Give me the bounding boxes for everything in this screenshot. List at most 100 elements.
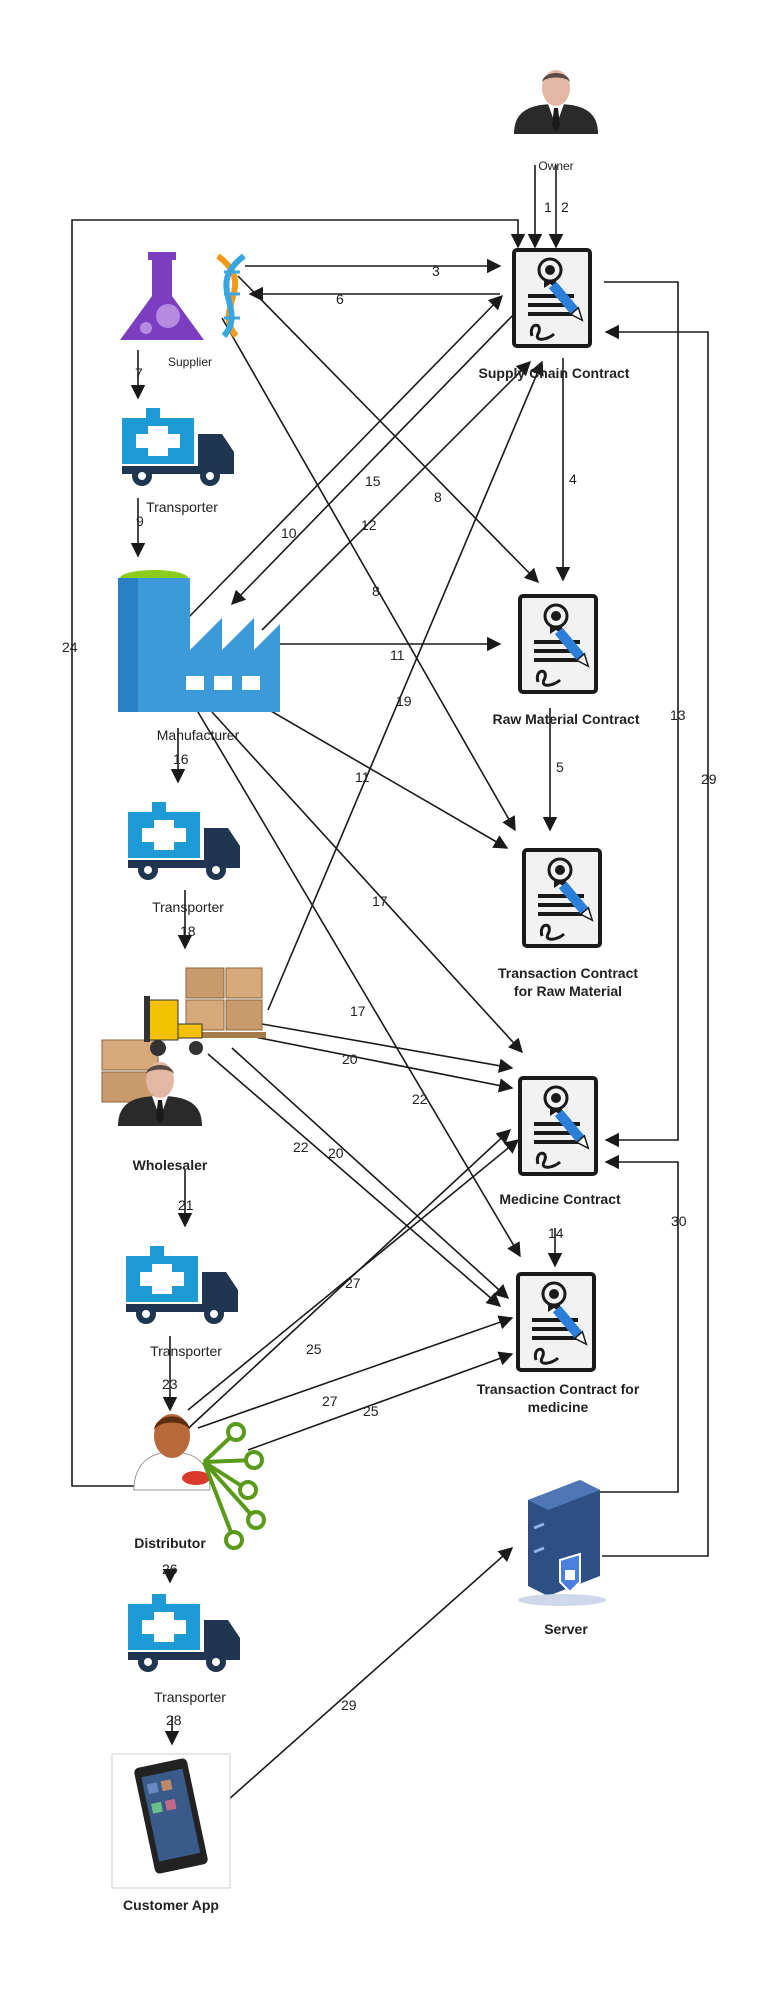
transaction-raw-material-node: Transaction Contract for Raw Material [498, 848, 638, 999]
edge-label-14: 14 [548, 1225, 564, 1241]
edge-label-11b: 11 [355, 769, 370, 785]
edge-8b [221, 317, 516, 832]
wholesaler-node: Wholesaler [101, 967, 266, 1173]
truck-icon [128, 1594, 240, 1672]
owner-label: Owner [538, 159, 573, 173]
edge-label-30: 30 [671, 1213, 687, 1229]
edge-17b [197, 711, 521, 1258]
forklift-icon [144, 996, 203, 1056]
edge-label-29b: 29 [701, 771, 717, 787]
supply-chain-contract-icon [512, 248, 592, 348]
manufacturer-label: Manufacturer [157, 727, 240, 743]
transporter-2-label: Transporter [152, 899, 224, 915]
edge-29b [602, 324, 709, 1557]
distributor-node: Distributor [133, 1414, 266, 1551]
truck-icon [122, 408, 234, 486]
transporter-2-node: Transporter [128, 802, 240, 915]
edge-label-23: 23 [162, 1376, 178, 1392]
edge-17a [211, 711, 523, 1054]
medicine-contract-label: Medicine Contract [499, 1191, 621, 1207]
raw-material-contract-label: Raw Material Contract [492, 711, 639, 727]
edge-label-2: 2 [561, 199, 569, 215]
smartphone-icon [134, 1758, 208, 1874]
edge-label-20a: 20 [342, 1051, 358, 1067]
customer-app-label: Customer App [123, 1897, 219, 1913]
medicine-contract-node: Medicine Contract [499, 1076, 621, 1207]
warehouse-boxes-icon [101, 967, 266, 1103]
supplier-node: Supplier [120, 252, 246, 369]
edge-8a [237, 275, 540, 584]
edge-19 [267, 360, 544, 1011]
edge-label-8a: 8 [434, 489, 442, 505]
transaction-medicine-label-line2: medicine [528, 1399, 589, 1415]
owner-person-icon [514, 70, 598, 134]
edge-label-10: 10 [281, 525, 297, 541]
supply-chain-contract-node: Supply Chain Contract [479, 248, 630, 381]
edge-29a [227, 1547, 514, 1801]
edge-label-16: 16 [173, 751, 189, 767]
server-icon [518, 1480, 606, 1606]
edge-30 [598, 1154, 679, 1493]
edge-label-11a: 11 [390, 647, 405, 663]
transporter-3-label: Transporter [150, 1343, 222, 1359]
edge-label-17b: 17 [350, 1003, 366, 1019]
edge-12 [261, 360, 532, 631]
edge-25b [247, 1351, 514, 1451]
edge-labels: 1 2 3 6 4 5 7 9 8 8 10 15 12 11 11 16 17… [62, 199, 717, 1728]
edge-20a [261, 1023, 514, 1073]
owner-node: Owner [514, 70, 598, 173]
edge-label-26: 26 [162, 1561, 178, 1577]
edge-label-5: 5 [556, 759, 564, 775]
transaction-medicine-icon [516, 1272, 596, 1372]
transaction-medicine-label-line1: Transaction Contract for [477, 1381, 640, 1397]
edge-label-8b: 8 [372, 583, 380, 599]
edge-20b [231, 1047, 510, 1299]
customer-app-node: Customer App [111, 1753, 231, 1913]
edge-label-27a: 27 [345, 1275, 361, 1291]
manufacturer-node: Manufacturer [118, 570, 280, 743]
edge-label-4: 4 [569, 471, 577, 487]
truck-icon [128, 802, 240, 880]
edge-label-22a: 22 [412, 1091, 428, 1107]
server-label: Server [544, 1621, 588, 1637]
medicine-contract-icon [518, 1076, 598, 1176]
wholesaler-label: Wholesaler [133, 1157, 208, 1173]
dna-icon [216, 253, 246, 338]
edge-24 [71, 219, 526, 1487]
edge-label-1: 1 [544, 199, 552, 215]
edges [71, 165, 709, 1801]
edge-label-9: 9 [136, 513, 144, 529]
transporter-4-node: Transporter [128, 1594, 240, 1705]
edge-label-18: 18 [180, 923, 196, 939]
edge-label-15: 15 [365, 473, 381, 489]
edge-label-3: 3 [432, 263, 440, 279]
edge-label-20b: 20 [328, 1145, 344, 1161]
raw-material-contract-node: Raw Material Contract [492, 594, 640, 727]
transporter-4-label: Transporter [154, 1689, 226, 1705]
edge-15 [230, 311, 517, 606]
transporter-3-node: Transporter [126, 1246, 238, 1359]
edge-label-6: 6 [336, 291, 344, 307]
edge-label-25b: 25 [363, 1403, 379, 1419]
edge-10 [185, 294, 504, 621]
edge-27a [187, 1139, 520, 1411]
edge-label-24: 24 [62, 639, 78, 655]
transaction-raw-material-label-line2: for Raw Material [514, 983, 622, 999]
distributor-label: Distributor [134, 1535, 206, 1551]
edge-label-17a: 17 [372, 893, 388, 909]
edge-22a [249, 1035, 514, 1093]
transporter-1-node: Transporter [122, 408, 234, 515]
supplier-label: Supplier [168, 355, 212, 369]
server-node: Server [518, 1480, 606, 1637]
edge-13 [604, 281, 679, 1148]
edge-label-12: 12 [361, 517, 377, 533]
edge-label-13: 13 [670, 707, 686, 723]
edge-25a [179, 1129, 512, 1437]
raw-material-contract-icon [518, 594, 598, 694]
transporter-1-label: Transporter [146, 499, 218, 515]
edge-22b [207, 1053, 502, 1307]
edge-label-22b: 22 [293, 1139, 309, 1155]
edge-label-19: 19 [396, 693, 412, 709]
transaction-raw-material-icon [522, 848, 602, 948]
